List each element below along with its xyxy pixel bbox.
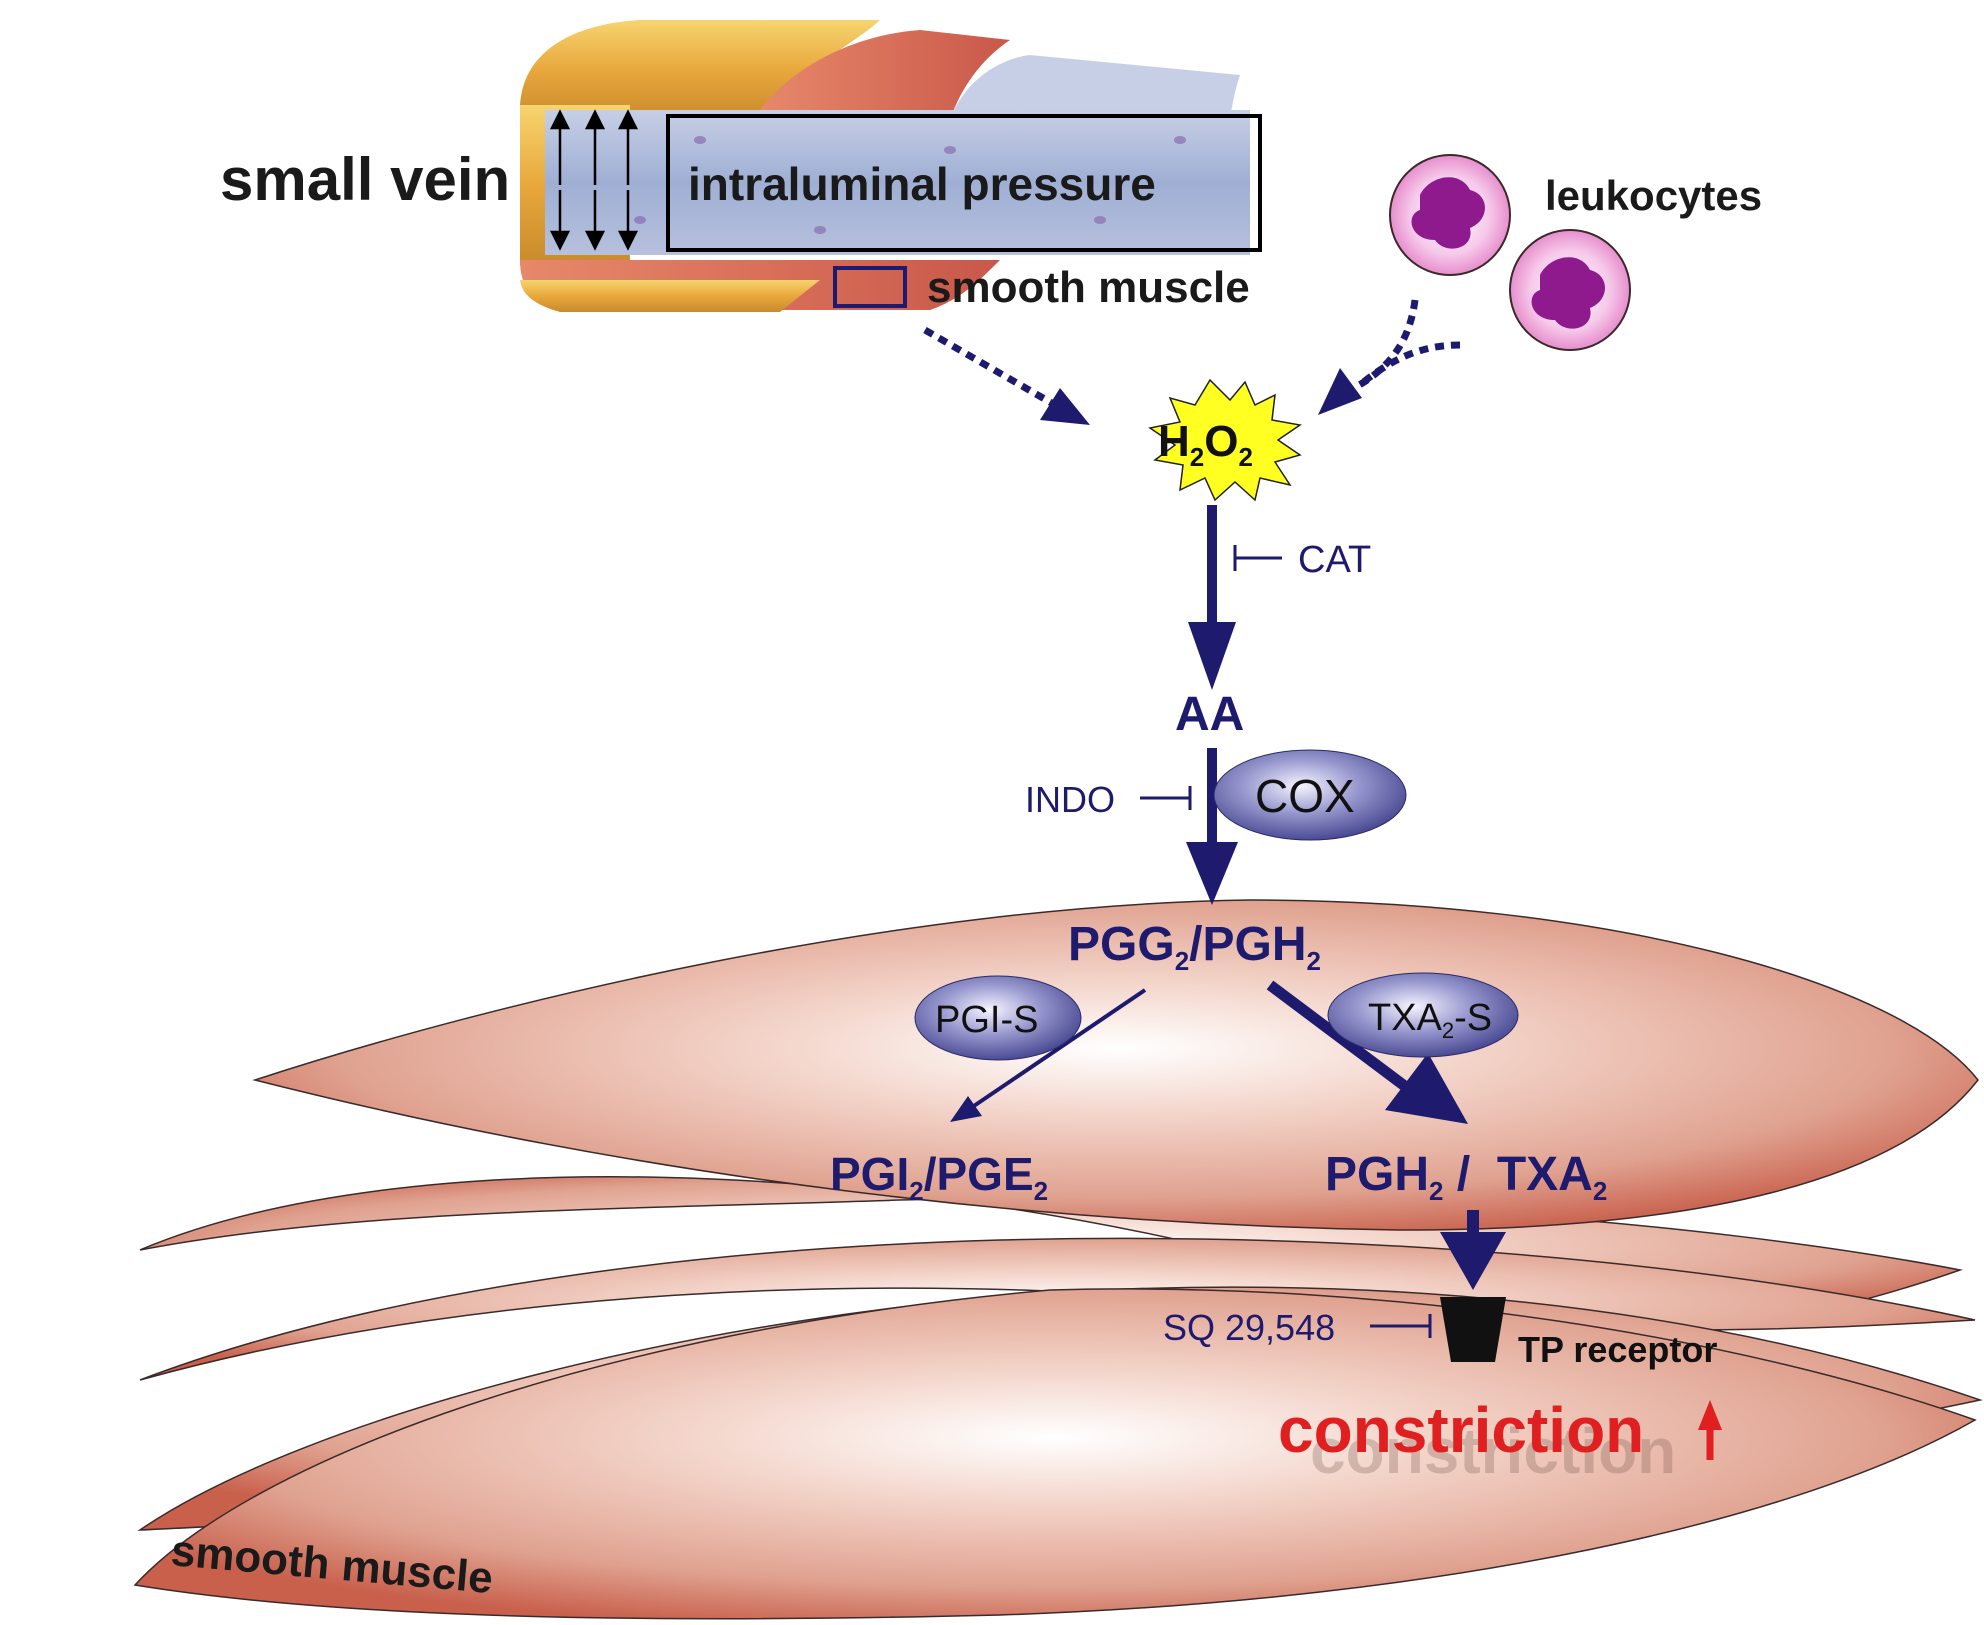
sq-label: SQ 29,548 [1163, 1307, 1335, 1348]
intraluminal-pressure-label: intraluminal pressure [688, 158, 1156, 210]
cat-label: CAT [1298, 539, 1371, 581]
pgi-s-label: PGI-S [935, 999, 1038, 1041]
arrow-h2o2-to-aa [1188, 505, 1236, 690]
txa2-s-enzyme [1327, 972, 1519, 1058]
vein-illustration [520, 20, 1250, 312]
cox-label: COX [1255, 770, 1355, 822]
svg-text:PGG2/PGH2: PGG2/PGH2 [1068, 918, 1321, 976]
intraluminal-pressure-box [666, 114, 1262, 252]
indo-inhibition [1140, 786, 1192, 810]
svg-text:TXA2-S: TXA2-S [1368, 997, 1492, 1043]
muscle-cell-2 [139, 1237, 1976, 1381]
arrow-aa-to-pgg [1186, 748, 1238, 905]
smooth-muscle-vein-label: smooth muscle [927, 263, 1250, 312]
muscle-cell-top [252, 899, 1979, 1231]
cox-enzyme [1213, 749, 1407, 841]
svg-text:PGH2 / TXA2: PGH2 / TXA2 [1325, 1148, 1607, 1206]
sq-inhibition [1370, 1314, 1432, 1338]
smooth-muscle-cells [133, 899, 1983, 1620]
smooth-muscle-marker [833, 266, 907, 308]
leukocyte-1 [1389, 154, 1511, 276]
indo-label: INDO [1025, 779, 1115, 820]
pgh2-txa2-label: PGH2 / TXA2 [1325, 1148, 1607, 1206]
arrow-to-pgi [950, 988, 1147, 1122]
tp-receptor-label: TP receptor [1518, 1329, 1717, 1370]
constriction-label: constriction [1278, 1394, 1644, 1466]
constriction-shadow: constriction [1310, 1415, 1676, 1487]
small-vein-label: small vein [220, 146, 510, 213]
svg-text:H2O2: H2O2 [1158, 417, 1253, 472]
pgi2-pge2-label: PGI2/PGE2 [830, 1148, 1048, 1206]
lumen-cells [634, 136, 1186, 234]
txa2-s-label: TXA2-S [1368, 997, 1492, 1043]
aa-label: AA [1175, 688, 1244, 741]
vein-media-top [760, 30, 1010, 120]
vein-bottom-adventitia [520, 280, 820, 312]
constriction-up-arrow [1698, 1400, 1722, 1460]
arrow-to-txa [1266, 980, 1468, 1124]
svg-text:PGI2/PGE2: PGI2/PGE2 [830, 1148, 1048, 1206]
pressure-arrows [549, 109, 639, 251]
h2o2-label: H2O2 [1158, 417, 1253, 472]
h2o2-starburst [1148, 378, 1302, 502]
leukocyte-2 [1509, 229, 1631, 351]
vein-adventitia-top [520, 20, 880, 120]
vein-intima-top [950, 55, 1240, 120]
pgg2-pgh2-label: PGG2/PGH2 [1068, 918, 1321, 976]
muscle-cell-4 [133, 1288, 1977, 1620]
dotted-arrow-vein [923, 326, 1090, 425]
cat-inhibition [1233, 545, 1282, 571]
leukocytes-label: leukocytes [1545, 172, 1762, 219]
tp-receptor-shape [1440, 1297, 1506, 1362]
dotted-arrow-leukocytes [1318, 299, 1461, 415]
vein-lumen [545, 110, 1250, 255]
arrow-to-tp-receptor [1440, 1210, 1506, 1290]
pgi-s-enzyme [914, 975, 1082, 1061]
